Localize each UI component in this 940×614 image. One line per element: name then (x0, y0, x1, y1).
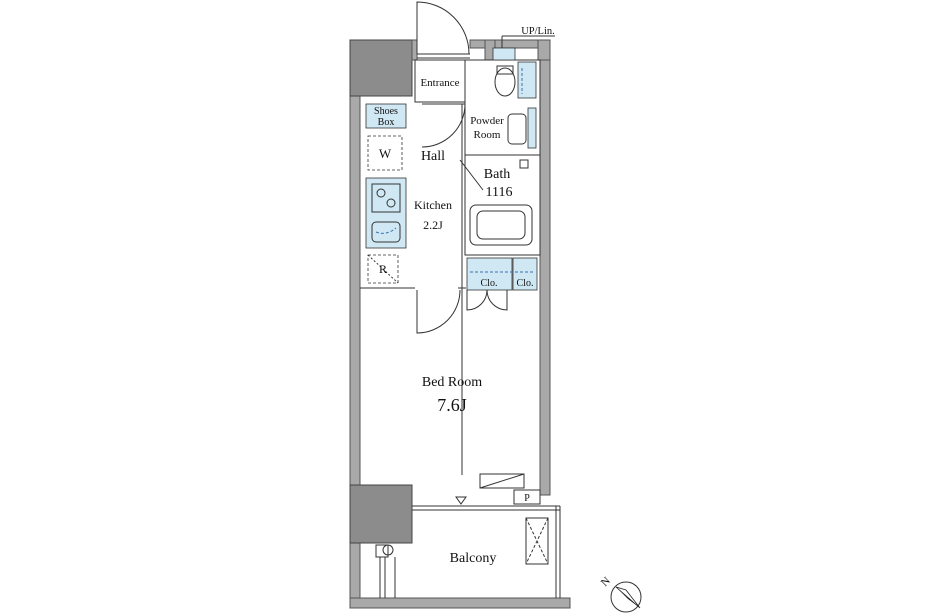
bathtub (469, 204, 533, 246)
left-wall (349, 94, 361, 491)
top-right-corner (537, 39, 551, 61)
top-wall-right (469, 39, 541, 49)
closet-small-label: Clo. (517, 278, 534, 289)
balcony-slab (349, 597, 571, 609)
bath-size-label: 1116 (486, 185, 513, 200)
kitchen-label: Kitchen (414, 198, 452, 212)
balcony: Balcony (375, 506, 561, 598)
kitchen-size-label: 2.2J (423, 218, 443, 232)
right-wall (539, 59, 551, 496)
wash-basin-icon (507, 113, 527, 145)
stove (371, 183, 401, 213)
left-wall-balcony (349, 539, 361, 599)
powder-room-label-1: Powder (470, 115, 504, 127)
bath-label: Bath (484, 167, 510, 182)
drain-icon (375, 544, 389, 558)
balcony-window (412, 496, 560, 511)
air-conditioner (479, 473, 525, 489)
compass-north-label: N (599, 575, 613, 589)
evacuation-hatch (525, 517, 549, 565)
entrance-door-swing (416, 1, 470, 55)
pipe-space-label: P (524, 493, 530, 504)
hall-door-swing (421, 103, 466, 148)
refrigerator-label: R (379, 262, 387, 276)
bedroom-label: Bed Room (422, 375, 482, 390)
up-lin-label: UP/Lin. (521, 26, 555, 37)
closets: Clo. Clo. (466, 257, 538, 311)
closet-door-left (466, 289, 488, 311)
pipe-space (513, 489, 541, 505)
kitchen-sink (371, 221, 401, 243)
column-bottom-left (349, 484, 413, 544)
bedroom-door-swing (416, 289, 461, 334)
hall-label: Hall (421, 149, 445, 164)
bedroom-size-label: 7.6J (437, 395, 467, 415)
entrance-label: Entrance (420, 77, 459, 89)
bedroom: Bed Room 7.6J P (422, 375, 541, 505)
closet-door-right (486, 289, 508, 311)
washer-space (367, 135, 403, 171)
powder-room: Powder Room (464, 47, 541, 156)
closet-large (466, 257, 513, 291)
shoes-box-label-2: Box (378, 117, 395, 128)
hall-area: Shoes Box W Hall (365, 103, 466, 171)
powder-room-label-2: Room (474, 129, 501, 141)
closet-small (512, 257, 538, 291)
column-top-left (349, 39, 413, 97)
top-wall-stub (411, 39, 418, 61)
shoes-box-label-1: Shoes (374, 106, 398, 117)
closet-large-label: Clo. (481, 278, 498, 289)
sink-counter (517, 61, 537, 99)
window-marker-icon (455, 496, 467, 505)
bath: Bath 1116 (459, 154, 541, 256)
toilet-icon (494, 67, 516, 97)
kitchen: Kitchen 2.2J R (365, 177, 452, 284)
washer-label: W (379, 146, 392, 161)
upper-cabinet (492, 47, 516, 61)
entrance-area: Entrance (414, 1, 470, 103)
powder-shelf (527, 107, 537, 149)
kitchen-counter (365, 177, 407, 249)
balcony-label: Balcony (450, 551, 497, 566)
refrigerator-space (367, 254, 399, 284)
shoes-box (365, 103, 407, 129)
walls (349, 39, 571, 609)
compass-icon: N (599, 575, 642, 613)
